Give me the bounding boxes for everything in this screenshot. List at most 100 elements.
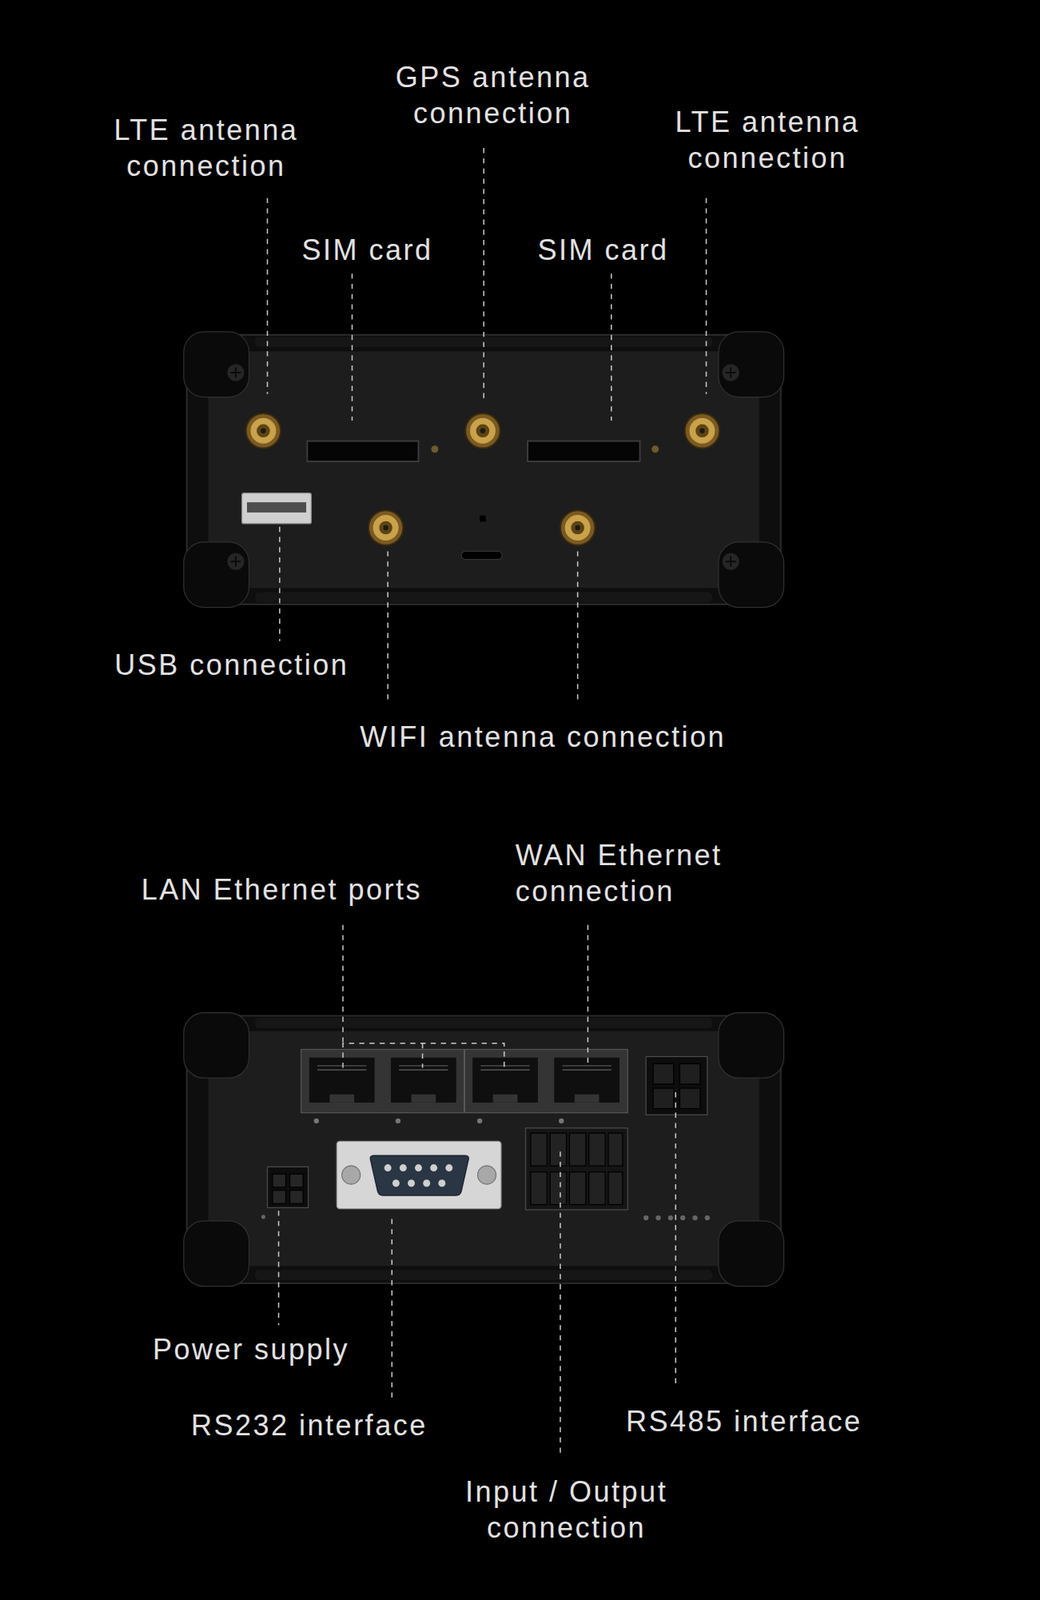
reset-hole xyxy=(479,515,487,522)
rear-panel xyxy=(207,1030,759,1266)
panel-dot xyxy=(261,1214,266,1219)
callout-label: GPS antenna connection xyxy=(373,59,614,132)
power-pin xyxy=(272,1190,287,1204)
leader-line xyxy=(386,550,389,702)
callout-label: LTE antenna connection xyxy=(86,111,327,184)
corner-bumper xyxy=(718,1220,785,1287)
leader-line xyxy=(674,1091,677,1388)
terminal-cell xyxy=(679,1087,701,1109)
rj45-latch xyxy=(493,1094,519,1103)
rj45-contacts xyxy=(398,1065,448,1070)
rj45-jack xyxy=(553,1057,620,1103)
antenna-connector xyxy=(465,413,500,448)
corner-bumper xyxy=(183,331,250,398)
screw xyxy=(226,552,245,571)
sim-slot xyxy=(306,441,419,463)
terminal-cell xyxy=(653,1063,674,1084)
callout-label: Input / Output connection xyxy=(446,1473,687,1546)
power-pin xyxy=(290,1173,304,1188)
sim-slot xyxy=(527,441,640,463)
antenna-connector xyxy=(368,510,403,545)
leader-line xyxy=(351,273,354,421)
ethernet-block xyxy=(301,1048,629,1112)
rj45-contacts xyxy=(317,1065,367,1070)
callout-label: SIM card xyxy=(537,231,670,268)
callout-label: SIM card xyxy=(302,231,434,268)
callout-label: WIFI antenna connection xyxy=(359,718,726,755)
callout-label: WAN Ethernet connection xyxy=(515,836,756,909)
leader-line xyxy=(610,273,613,421)
io-terminal-cells xyxy=(530,1132,623,1204)
rj45-jack xyxy=(309,1057,375,1103)
port-led xyxy=(395,1118,401,1124)
io-terminal-block xyxy=(525,1127,629,1210)
rj45-jack xyxy=(390,1057,457,1103)
sim-eject xyxy=(430,445,439,453)
usb-tongue xyxy=(247,502,307,513)
ethernet-port xyxy=(553,1057,620,1103)
leader-lines xyxy=(278,924,677,1454)
rj45-latch xyxy=(574,1094,600,1103)
bottom-ridge xyxy=(255,1269,713,1280)
db9-shell xyxy=(370,1155,469,1196)
router-rear-view xyxy=(183,1012,785,1287)
rj45-contacts xyxy=(561,1065,611,1070)
port-divider xyxy=(463,1048,466,1112)
corner-bumper xyxy=(718,541,785,608)
terminal-cell xyxy=(679,1063,701,1084)
sim-eject xyxy=(651,445,659,453)
antenna-connector xyxy=(560,510,595,545)
corner-bumper xyxy=(718,1012,785,1079)
rj45-latch xyxy=(329,1094,355,1103)
corner-bumper xyxy=(718,331,785,398)
rj45-contacts xyxy=(480,1065,530,1070)
ethernet-port xyxy=(472,1057,538,1103)
leader-line xyxy=(266,198,269,395)
db9-screw xyxy=(478,1165,497,1184)
leader-lines xyxy=(267,147,707,702)
db9-screw xyxy=(342,1165,361,1184)
port-led xyxy=(314,1118,319,1124)
rj45-latch xyxy=(411,1094,437,1103)
screw xyxy=(721,552,741,571)
leader-line xyxy=(278,1210,280,1325)
port-led xyxy=(558,1118,564,1124)
callout-label: RS485 interface xyxy=(625,1402,863,1439)
antenna-connector xyxy=(685,413,720,448)
top-ridge xyxy=(255,1017,713,1029)
callout-label: USB connection xyxy=(114,646,349,683)
port-led xyxy=(477,1118,483,1124)
bracket xyxy=(342,1043,505,1068)
db9-plate xyxy=(336,1140,502,1208)
bottom-ridge xyxy=(255,591,713,602)
leader-line xyxy=(482,147,485,400)
usb-port xyxy=(242,493,312,524)
antenna-connector xyxy=(246,413,281,448)
corner-bumper xyxy=(183,1220,250,1287)
ethernet-port xyxy=(309,1057,375,1103)
card-slot xyxy=(461,550,503,559)
housing xyxy=(187,1015,781,1284)
leader-line xyxy=(342,924,344,1044)
leader-line xyxy=(391,1218,394,1399)
screw xyxy=(721,363,741,383)
callout-label: LTE antenna connection xyxy=(647,103,888,176)
status-leds xyxy=(643,1215,710,1220)
callout-label: RS232 interface xyxy=(191,1406,428,1443)
terminal-cell xyxy=(653,1087,674,1109)
leader-line xyxy=(577,550,579,702)
power-connector xyxy=(267,1166,309,1208)
leader-line xyxy=(705,198,708,395)
leader-line xyxy=(587,924,590,1068)
rs485-connector xyxy=(645,1055,708,1115)
callout-label: LAN Ethernet ports xyxy=(141,871,423,908)
power-pin xyxy=(272,1173,287,1188)
rj45-jack xyxy=(472,1057,538,1103)
ethernet-port xyxy=(390,1057,457,1103)
screw xyxy=(226,363,245,383)
leader-line xyxy=(278,526,281,642)
leader-line xyxy=(559,1151,562,1454)
callout-label: Power supply xyxy=(152,1330,350,1367)
db9-pins xyxy=(384,1163,454,1187)
